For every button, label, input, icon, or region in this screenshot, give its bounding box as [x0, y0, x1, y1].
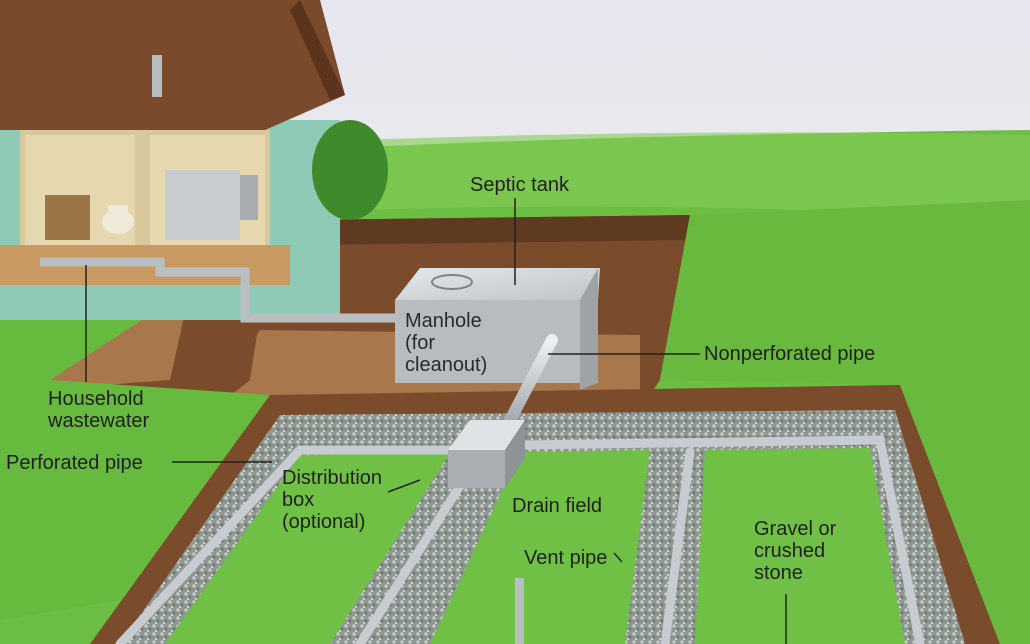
lawn-left: [0, 295, 270, 620]
perforated-pipes: [115, 435, 925, 644]
label-septic-tank: Septic tank: [470, 174, 569, 196]
label-gravel: Gravel or crushed stone: [754, 518, 837, 584]
label-vent-pipe: Vent pipe: [524, 547, 608, 569]
label-distribution-box: Distribution box (optional): [282, 467, 383, 533]
label-household-wastewater: Household wastewater: [48, 388, 150, 432]
label-nonperforated-pipe: Nonperforated pipe: [704, 343, 876, 365]
leader-lines: [85, 198, 787, 644]
septic-tank: [395, 268, 600, 390]
house: [0, 0, 388, 320]
distribution-box: [448, 420, 525, 488]
label-drain-field: Drain field: [512, 495, 603, 517]
vent-pipe: [515, 578, 524, 644]
shrub: [312, 120, 388, 220]
grass-strip-3: [695, 448, 905, 644]
house-drain-pipe: [40, 257, 400, 323]
nonperforated-pipe: [499, 334, 558, 436]
manhole-cover: [431, 274, 473, 290]
grass-strip-2: [430, 450, 650, 644]
label-perforated-pipe: Perforated pipe: [6, 452, 143, 474]
grass-strip-1: [165, 453, 450, 644]
label-manhole: Manhole (for cleanout): [405, 310, 488, 376]
roof: [0, 0, 345, 130]
